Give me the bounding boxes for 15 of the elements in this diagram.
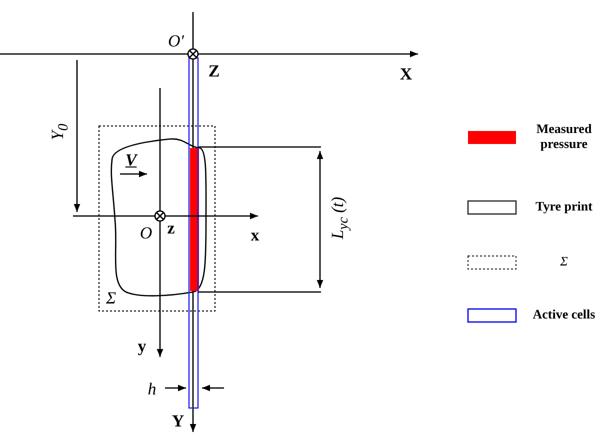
width-label: h — [148, 380, 156, 398]
origin-label: O′ — [168, 32, 184, 50]
legend-text: Measured pressure — [535, 122, 593, 152]
axis-label: y — [138, 338, 146, 354]
axis-label: Z — [208, 62, 220, 80]
axis-label: x — [250, 226, 260, 244]
origin-label: O — [140, 224, 152, 242]
legend-text: Σ — [559, 254, 569, 270]
legend-text: Tyre print — [534, 200, 594, 214]
axis-label: X — [400, 66, 412, 82]
legend-text: Active cells — [532, 308, 596, 322]
area-label: Σ — [106, 290, 116, 306]
axis-label: Y — [172, 412, 184, 430]
axis-label: z — [167, 220, 175, 236]
velocity-label: V — [125, 152, 137, 168]
